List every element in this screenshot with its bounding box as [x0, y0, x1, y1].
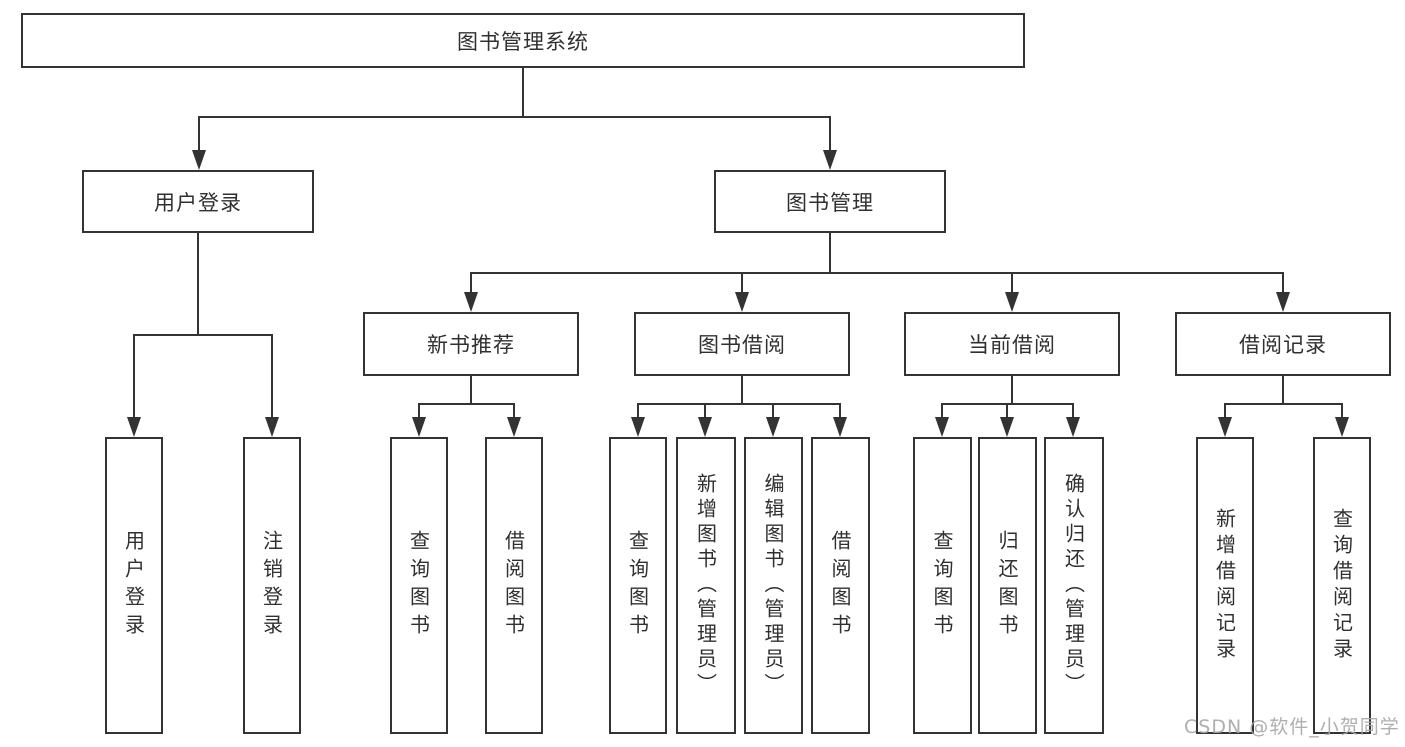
connector-line	[522, 68, 524, 117]
leaf-add-borrow-record: 新增借阅记录	[1196, 437, 1254, 734]
connector-line	[470, 376, 472, 405]
arrow-down-icon	[192, 116, 206, 170]
leaf-borrow-books: 借阅图书	[811, 437, 870, 734]
arrow-down-icon	[1335, 403, 1349, 437]
arrow-down-icon	[833, 403, 847, 437]
node-book-management: 图书管理	[714, 170, 946, 233]
connector-line	[197, 233, 199, 335]
connector-line	[1224, 403, 1343, 405]
node-borrow-records: 借阅记录	[1175, 312, 1391, 376]
connector-line	[829, 233, 831, 273]
connector-line	[470, 272, 1284, 274]
connector-line	[741, 376, 743, 405]
leaf-edit-books-admin: 编辑图书（管理员）	[744, 437, 803, 734]
arrow-down-icon	[127, 334, 141, 437]
leaf-user-login: 用户登录	[105, 437, 163, 734]
leaf-borrow-books: 借阅图书	[485, 437, 543, 734]
node-new-book-recommend: 新书推荐	[363, 312, 579, 376]
connector-line	[418, 403, 515, 405]
leaf-query-borrow-record: 查询借阅记录	[1313, 437, 1371, 734]
connector-line	[1011, 376, 1013, 405]
arrow-down-icon	[412, 403, 426, 437]
arrow-down-icon	[698, 403, 712, 437]
leaf-logout: 注销登录	[243, 437, 301, 734]
connector-line	[133, 334, 273, 336]
leaf-query-books: 查询图书	[390, 437, 448, 734]
node-library-system: 图书管理系统	[21, 13, 1025, 68]
arrow-down-icon	[1066, 403, 1080, 437]
connector-line	[1282, 376, 1284, 405]
arrow-down-icon	[935, 403, 949, 437]
arrow-down-icon	[265, 334, 279, 437]
arrow-down-icon	[766, 403, 780, 437]
connector-line	[198, 116, 831, 118]
arrow-down-icon	[631, 403, 645, 437]
csdn-watermark: CSDN @软件_小贺同学	[1184, 716, 1400, 738]
arrow-down-icon	[1276, 272, 1290, 312]
arrow-down-icon	[823, 116, 837, 170]
leaf-add-books-admin: 新增图书（管理员）	[676, 437, 736, 734]
node-book-borrowing: 图书借阅	[634, 312, 850, 376]
leaf-query-books: 查询图书	[609, 437, 667, 734]
node-user-login: 用户登录	[82, 170, 314, 233]
arrow-down-icon	[507, 403, 521, 437]
node-current-borrowing: 当前借阅	[904, 312, 1120, 376]
arrow-down-icon	[1218, 403, 1232, 437]
arrow-down-icon	[464, 272, 478, 312]
arrow-down-icon	[735, 272, 749, 312]
leaf-query-books: 查询图书	[913, 437, 972, 734]
arrow-down-icon	[1000, 403, 1014, 437]
arrow-down-icon	[1005, 272, 1019, 312]
leaf-confirm-return-admin: 确认归还（管理员）	[1044, 437, 1104, 734]
connector-line	[637, 403, 841, 405]
leaf-return-books: 归还图书	[978, 437, 1037, 734]
